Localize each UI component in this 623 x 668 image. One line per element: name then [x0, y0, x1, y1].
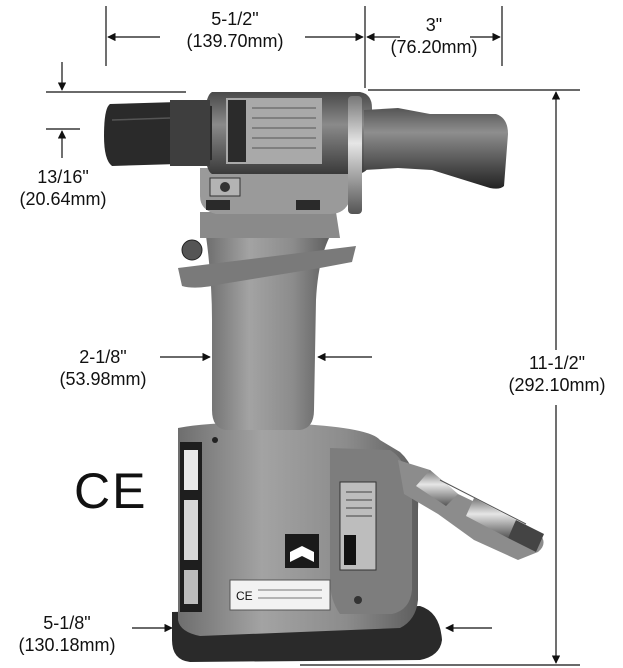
base-width-inch: 5-1/8": [43, 613, 91, 633]
ce-sticker: [229, 579, 331, 611]
trigger-collar: [178, 246, 356, 288]
air-valve-knob: [181, 239, 203, 261]
grip-width-inch: 2-1/8": [79, 347, 127, 367]
base-width-mm: (130.18mm): [18, 635, 116, 655]
height-inch: 11-1/2": [528, 353, 586, 373]
top-width-inch: 5-1/2": [211, 9, 259, 29]
handle-length-label: 3" (76.20mm): [372, 14, 496, 58]
dimension-lines: [46, 6, 580, 666]
nose-offset-mm: (20.64mm): [19, 189, 107, 209]
grip-width-mm: (53.98mm): [59, 369, 147, 389]
rivet-tool-illustration: CE: [104, 92, 544, 662]
ce-mark: CE: [74, 463, 148, 519]
nose-offset-inch: 13/16": [37, 167, 89, 187]
base-width-label: 5-1/8" (130.18mm): [2, 612, 132, 656]
rear-handle: [364, 108, 508, 189]
svg-text:CE: CE: [236, 589, 253, 603]
handle-length-mm: (76.20mm): [390, 37, 478, 57]
grip-collar: [200, 212, 340, 238]
grip-width-label: 2-1/8" (53.98mm): [44, 346, 162, 390]
height-mm: (292.10mm): [508, 375, 606, 395]
top-width-mm: (139.70mm): [186, 31, 284, 51]
top-width-label: 5-1/2" (139.70mm): [150, 8, 320, 52]
grip-column: [206, 236, 330, 430]
chrome-ring: [348, 96, 362, 214]
handle-length-inch: 3": [425, 15, 443, 35]
height-label: 11-1/2" (292.10mm): [496, 352, 618, 396]
nose-offset-label: 13/16" (20.64mm): [4, 166, 122, 210]
